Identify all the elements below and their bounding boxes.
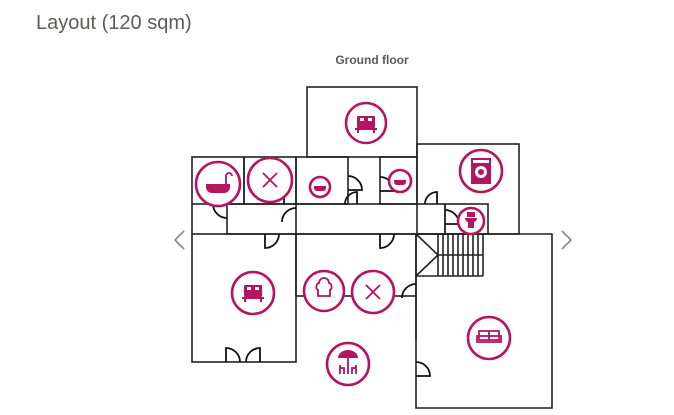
floor-label: Ground floor [335,53,409,67]
stairs [437,234,479,276]
x-icon[interactable] [246,156,294,204]
chevron-right-icon[interactable] [556,228,578,252]
washing-machine-icon[interactable] [458,148,504,194]
chef-hat-icon[interactable] [302,269,346,313]
bathtub-icon[interactable] [194,160,242,208]
parasol-table-icon[interactable] [325,341,371,387]
sofa-icon[interactable] [466,315,512,361]
bed-icon[interactable] [230,270,276,316]
toilet-icon[interactable] [456,206,486,236]
page-title: Layout (120 sqm) [36,12,192,34]
bathtub-icon[interactable] [387,168,413,194]
bed-icon[interactable] [344,101,388,145]
chevron-left-icon[interactable] [170,228,192,252]
fork-knife-icon[interactable] [350,269,396,315]
bathtub-icon[interactable] [308,175,332,199]
